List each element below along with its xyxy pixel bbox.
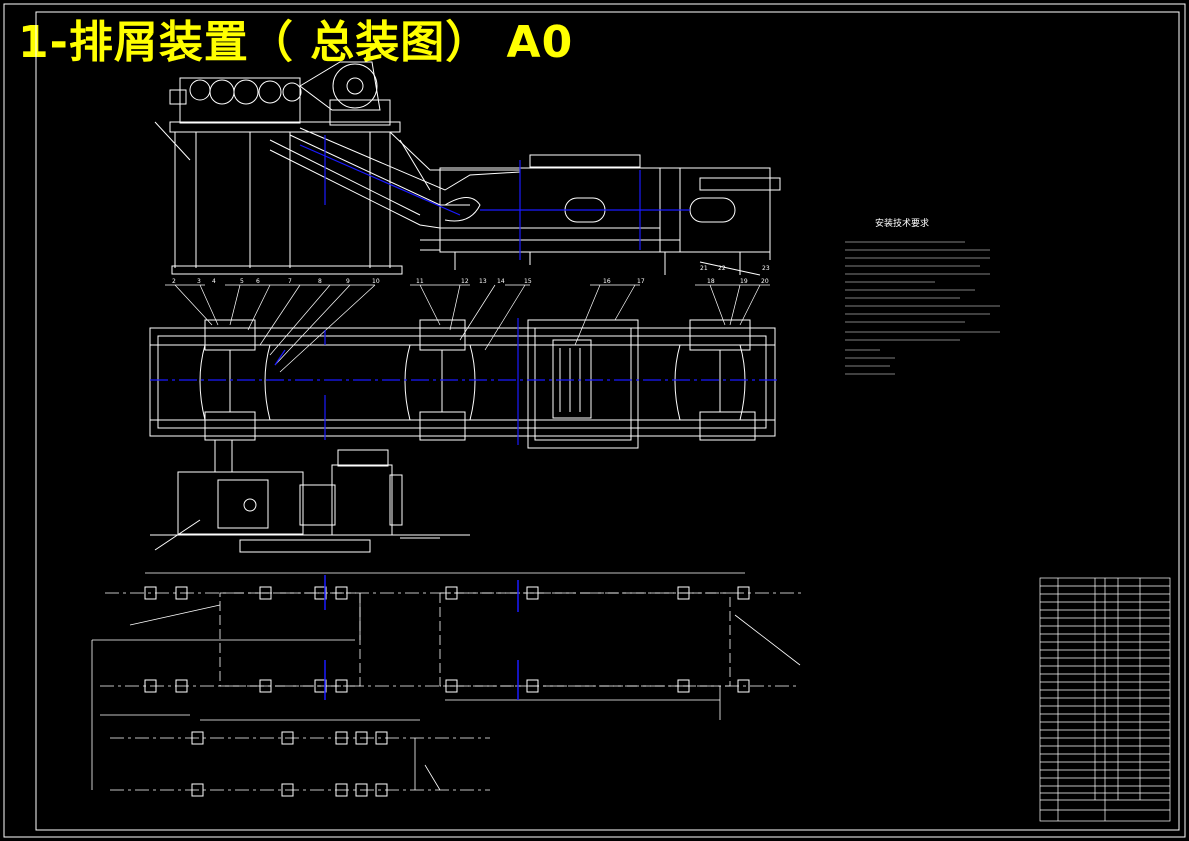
balloon-number: 2 xyxy=(172,278,176,285)
balloon-number: 11 xyxy=(416,278,424,285)
balloon-number: 21 xyxy=(700,265,708,272)
motor xyxy=(331,464,393,536)
balloon-number: 9 xyxy=(346,278,350,285)
anchor-bolts xyxy=(144,586,750,797)
reducer xyxy=(177,471,304,535)
balloon-number: 7 xyxy=(288,278,292,285)
technical-requirements: 安装技术要求 xyxy=(845,217,1000,375)
gearbox-top xyxy=(179,77,301,124)
drive-pulley xyxy=(332,63,378,109)
balloon-number: 6 xyxy=(256,278,260,285)
center-lines-plan xyxy=(150,318,780,445)
balloon-number: 8 xyxy=(318,278,322,285)
center-lines-elevation xyxy=(299,135,690,260)
inspection-hatch xyxy=(527,319,639,449)
parts-list xyxy=(1039,577,1171,822)
balloon-number: 15 xyxy=(524,278,532,285)
balloon-leaders xyxy=(165,284,770,373)
center-lines-foundation xyxy=(324,575,519,700)
requirements-heading: 安装技术要求 xyxy=(875,217,929,229)
balloon-number: 13 xyxy=(479,278,487,285)
balloon-number: 12 xyxy=(461,278,469,285)
plan-view xyxy=(149,319,776,472)
balloon-number: 14 xyxy=(497,278,505,285)
drive-unit xyxy=(150,449,470,553)
balloon-number: 3 xyxy=(197,278,201,285)
balloon-number: 4 xyxy=(212,278,216,285)
balloon-number: 16 xyxy=(603,278,611,285)
sheet-border xyxy=(3,3,1186,838)
frame-border xyxy=(35,11,1180,831)
balloon-number: 19 xyxy=(740,278,748,285)
balloon-number: 5 xyxy=(240,278,244,285)
balloon-number: 20 xyxy=(761,278,769,285)
balloon-number: 18 xyxy=(707,278,715,285)
balloon-number: 17 xyxy=(637,278,645,285)
balloon-number: 23 xyxy=(762,265,770,272)
drawing-title: 1-排屑装置（ 总装图） A0 xyxy=(18,17,574,68)
balloon-number: 10 xyxy=(372,278,380,285)
trough-plan-outer xyxy=(149,327,776,437)
balloon-number: 22 xyxy=(718,265,726,272)
elevation-view xyxy=(154,61,781,276)
foundation-plan xyxy=(91,572,805,791)
